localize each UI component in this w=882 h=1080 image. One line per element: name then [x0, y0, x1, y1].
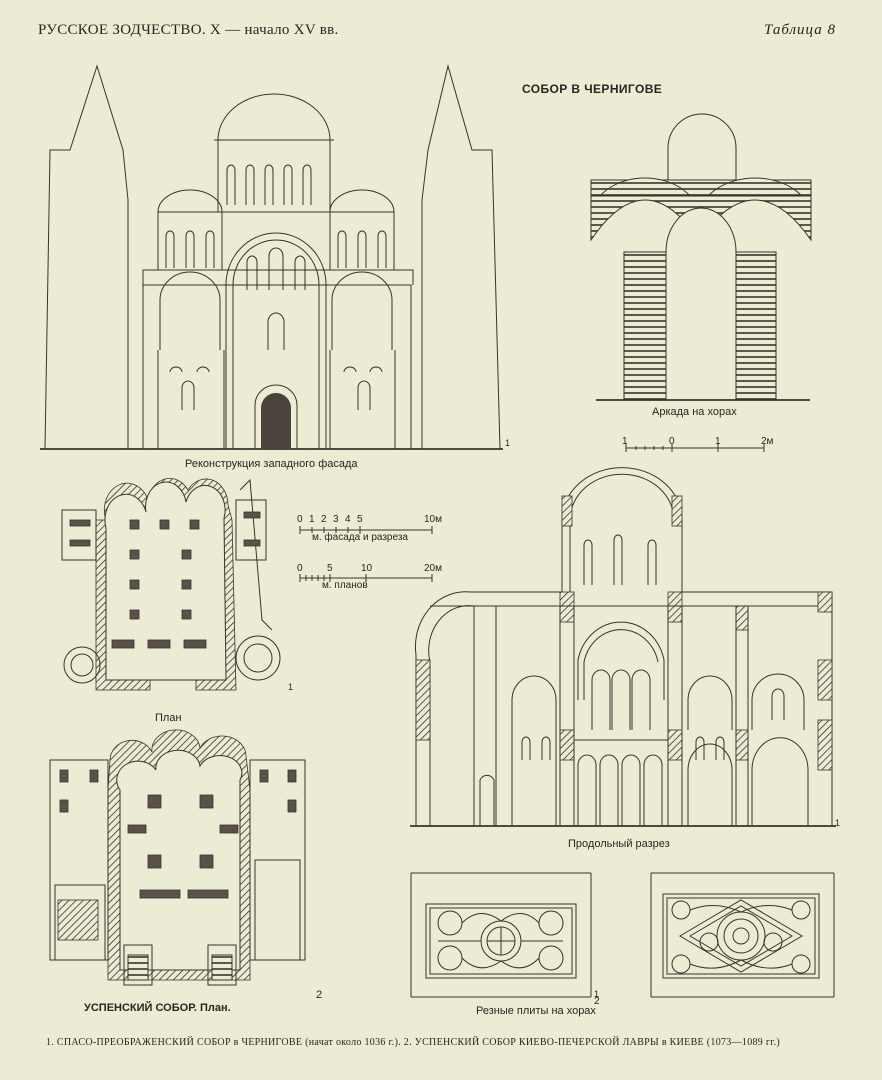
- slab1-fig-number: 1: [594, 989, 599, 999]
- facade-scale-tick-1: 1: [309, 514, 315, 525]
- plan1-fig-number: 1: [288, 682, 293, 692]
- section-caption: Продольный разрез: [568, 838, 670, 850]
- table-number: Таблица 8: [764, 22, 836, 38]
- arcade-scale-tick-1: 1: [622, 436, 628, 447]
- facade-scale-tick-3: 3: [333, 514, 339, 525]
- carved-slab-1: [410, 872, 592, 998]
- facade-scale-tick-0: 0: [297, 514, 303, 525]
- plans-scale-tick-0: 0: [297, 563, 303, 574]
- arcade-drawing: [590, 113, 812, 401]
- arcade-scale-bar: [625, 444, 765, 452]
- plate-title: СОБОР В ЧЕРНИГОВЕ: [522, 82, 663, 96]
- facade-scale-label: м. фасада и разреза: [312, 532, 408, 543]
- plan-1-drawing: [61, 478, 281, 691]
- plan2-fig-number: 2: [316, 989, 322, 1001]
- plan-2-drawing: [49, 729, 306, 986]
- running-header: РУССКОЕ ЗОДЧЕСТВО. X — начало XV вв.: [38, 22, 339, 38]
- plans-scale-tick-10: 10: [361, 563, 373, 574]
- plan1-caption: План: [155, 712, 182, 724]
- facade-scale-tick-5: 5: [357, 514, 363, 525]
- carved-slab-2: [650, 872, 835, 998]
- arcade-scale-tick-0: 0: [669, 436, 675, 447]
- arcade-scale-tick-2: 2м: [761, 436, 774, 447]
- plate-footer-caption: 1. СПАСО-ПРЕОБРАЖЕНСКИЙ СОБОР в ЧЕРНИГОВ…: [46, 1037, 780, 1048]
- plans-scale-bar: [299, 574, 433, 582]
- slab2-fig-number: 2: [594, 996, 600, 1007]
- arcade-caption: Аркада на хорах: [652, 406, 737, 418]
- facade-caption: Реконструкция западного фасада: [185, 458, 358, 470]
- facade-scale-tick-10: 10м: [424, 514, 442, 525]
- arcade-scale-tick-1b: 1: [715, 436, 721, 447]
- longitudinal-section-drawing: [410, 467, 836, 827]
- plans-scale-tick-20: 20м: [424, 563, 442, 574]
- plans-scale-tick-5: 5: [327, 563, 333, 574]
- plan2-caption: УСПЕНСКИЙ СОБОР. План.: [84, 1002, 231, 1014]
- west-facade-drawing: [40, 64, 503, 450]
- facade-scale-bar: [299, 526, 433, 534]
- facade-scale-tick-2: 2: [321, 514, 327, 525]
- section-fig-number: 1: [835, 818, 840, 828]
- plans-scale-label: м. планов: [322, 580, 368, 591]
- facade-scale-tick-4: 4: [345, 514, 351, 525]
- slabs-caption: Резные плиты на хорах: [476, 1005, 596, 1017]
- facade-fig-number: 1: [505, 438, 510, 448]
